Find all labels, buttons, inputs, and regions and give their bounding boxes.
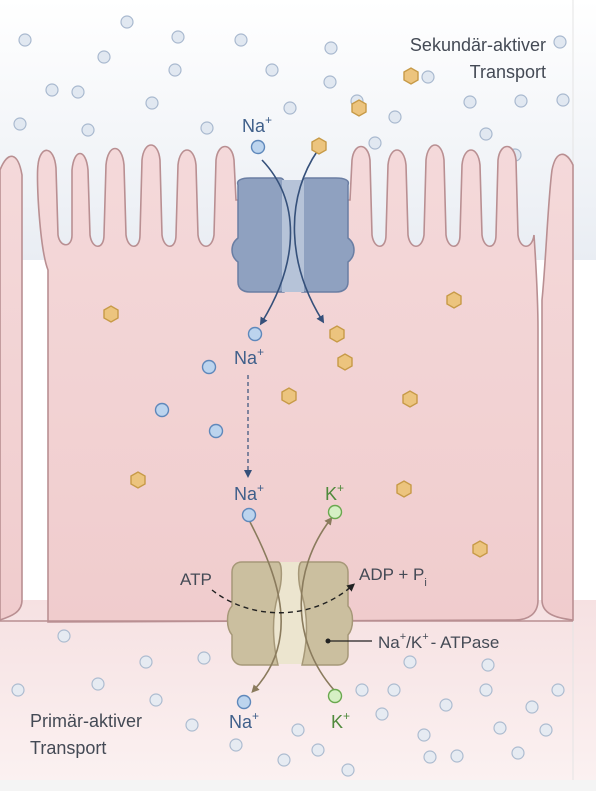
sodium-pump-arrow — [249, 521, 282, 693]
atp-label: ATP — [180, 570, 212, 589]
secondary-transport-title-line2: Transport — [470, 62, 546, 82]
sodium-label-mid: Na+ — [234, 345, 264, 368]
atpase-label: Na+/K+- ATPase — [378, 631, 499, 652]
sodium-label-top: Na+ — [242, 113, 272, 136]
potassium-ions — [327, 504, 343, 704]
atp-hydrolysis-arrow — [211, 583, 356, 614]
potassium-pump-arrow — [300, 516, 335, 691]
atpase-pump-protein — [226, 561, 354, 666]
adp-label: ADP + Pi — [359, 565, 427, 589]
cotransporter-protein — [231, 177, 355, 293]
pump-label-dot — [325, 638, 331, 644]
cell-sodium-ions — [154, 139, 266, 710]
primary-transport-title-line2: Transport — [30, 738, 106, 758]
cell-left — [0, 155, 23, 621]
cell-right — [541, 153, 574, 621]
sodium-cotransport-arrow — [259, 159, 292, 326]
substrate-molecules — [103, 67, 488, 558]
substrate-cotransport-arrow — [293, 149, 325, 324]
sodium-label-bottom: Na+ — [229, 709, 259, 732]
sodium-label-pump: Na+ — [234, 481, 264, 504]
potassium-label-pump: K+ — [325, 481, 344, 504]
bottom-strip — [0, 780, 596, 791]
cell-main — [36, 144, 539, 623]
secondary-transport-title: Sekundär-aktiver — [410, 35, 546, 55]
interstitial-sodium-ions — [11, 629, 565, 777]
potassium-label-bottom: K+ — [331, 709, 350, 732]
primary-transport-title: Primär-aktiver — [30, 711, 142, 731]
